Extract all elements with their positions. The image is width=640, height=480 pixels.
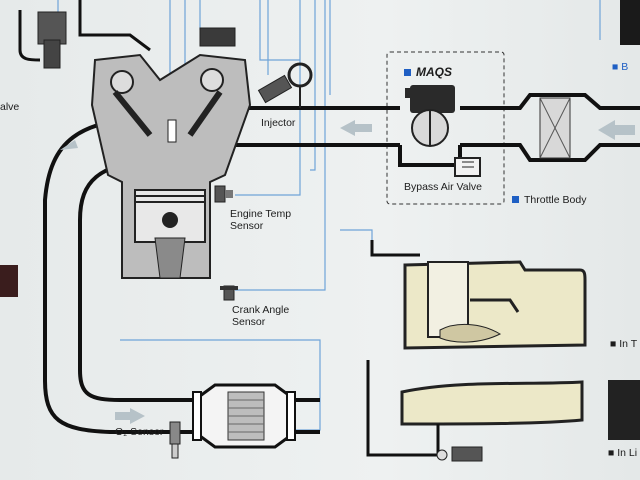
- left-dark-panel: [0, 265, 18, 297]
- engine-temp-sensor: [214, 185, 233, 203]
- right-edge-device: [620, 0, 640, 45]
- o2-sensor: [169, 421, 181, 459]
- bypass-air-valve-label: Bypass Air Valve: [404, 181, 483, 193]
- lower-tank: [366, 360, 584, 462]
- flow-arrow-icon: [60, 120, 635, 424]
- maqs-sensor: [405, 85, 481, 177]
- engine-block: [90, 53, 252, 279]
- ignition-coil: [18, 0, 236, 69]
- injector-label: Injector: [261, 117, 296, 129]
- label-square-icon: [404, 69, 411, 76]
- valve-fragment-label: alve: [0, 101, 20, 113]
- throttle-body-label: Throttle Body: [512, 194, 586, 206]
- right-top-fragment-label: ■ B: [612, 61, 629, 73]
- maqs-label: MAQS: [404, 66, 452, 79]
- label-square-icon: [512, 196, 519, 203]
- throttle-plate: [539, 97, 571, 159]
- crank-angle-sensor: [220, 285, 238, 301]
- fuel-injector: [257, 62, 313, 108]
- o2-sensor-label: O₂ Sensor: [115, 426, 164, 438]
- right-bottom-fragment-label: ■ In Li: [608, 447, 638, 459]
- catalytic-converter: [192, 383, 296, 449]
- fuel-tank: [370, 240, 587, 350]
- right-mid-fragment-label: ■ In T: [610, 338, 638, 350]
- right-panel: [608, 380, 640, 440]
- intake-pipe: [232, 93, 640, 167]
